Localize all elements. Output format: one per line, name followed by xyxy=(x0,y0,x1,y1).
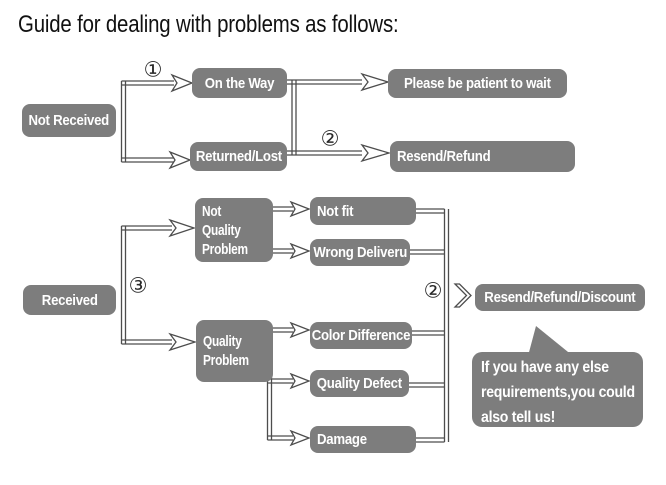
node-line: Not xyxy=(202,202,222,220)
node-received: Received xyxy=(23,285,116,315)
node-damage: Damage xyxy=(310,426,416,453)
node-line: Problem xyxy=(203,352,249,369)
node-wrong-deliveru: Wrong Deliveru xyxy=(310,239,410,266)
node-not-quality-problem: Not Quality Problem xyxy=(195,198,273,262)
node-not-fit: Not fit xyxy=(310,197,416,225)
note-line: requirements,you could xyxy=(481,384,635,401)
node-quality-defect: Quality Defect xyxy=(310,370,409,397)
node-color-difference: Color Difference xyxy=(310,322,412,349)
node-line: Problem xyxy=(202,240,248,258)
marker-step-2-top-icon: ② xyxy=(320,126,340,151)
page-title: Guide for dealing with problems as follo… xyxy=(18,11,399,38)
marker-step-2-bottom-icon: ② xyxy=(423,278,443,303)
node-please-be-patient: Please be patient to wait xyxy=(388,69,567,98)
marker-step-3-icon: ③ xyxy=(128,273,148,298)
note-line: If you have any else xyxy=(481,359,609,376)
node-resend-refund: Resend/Refund xyxy=(390,141,575,172)
chevron-arrow-icon xyxy=(453,283,472,308)
node-line: Quality xyxy=(202,221,241,239)
node-line: Quality xyxy=(203,333,242,350)
speech-bubble-note: If you have any else requirements,you co… xyxy=(472,352,643,427)
node-on-the-way: On the Way xyxy=(192,68,287,98)
marker-step-1-icon: ① xyxy=(143,57,163,82)
node-resend-refund-discount: Resend/Refund/Discount xyxy=(475,284,645,311)
node-quality-problem: Quality Problem xyxy=(196,320,273,382)
node-returned-lost: Returned/Lost xyxy=(190,142,287,171)
note-line: also tell us! xyxy=(481,409,556,426)
node-not-received: Not Received xyxy=(22,104,116,137)
